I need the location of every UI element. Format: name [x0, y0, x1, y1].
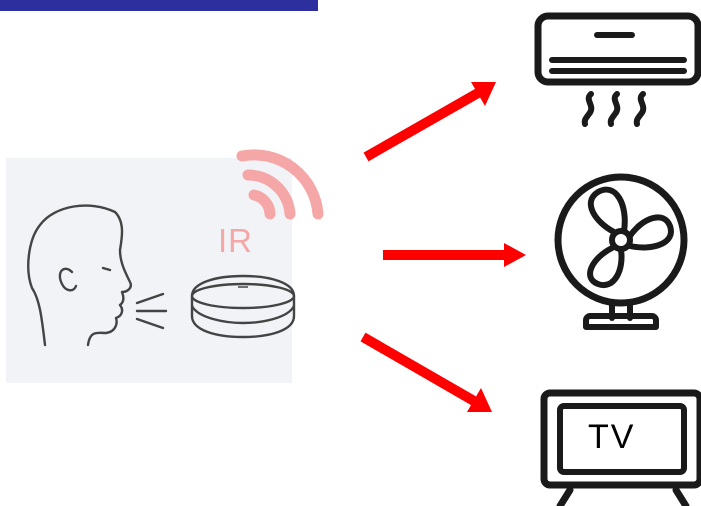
tv-label: TV: [588, 418, 635, 457]
air-conditioner-icon: [538, 16, 698, 124]
ir-hub-device-icon: [192, 276, 294, 337]
ir-label: IR: [218, 222, 253, 260]
person-head-icon: [28, 206, 131, 345]
arrow-to-tv: [363, 337, 492, 412]
ir-signal-waves-icon: [242, 155, 318, 214]
arrow-to-fan: [383, 243, 526, 267]
arrow-to-ac: [366, 82, 496, 157]
fan-icon: [558, 177, 684, 327]
speech-lines-icon: [137, 294, 166, 328]
